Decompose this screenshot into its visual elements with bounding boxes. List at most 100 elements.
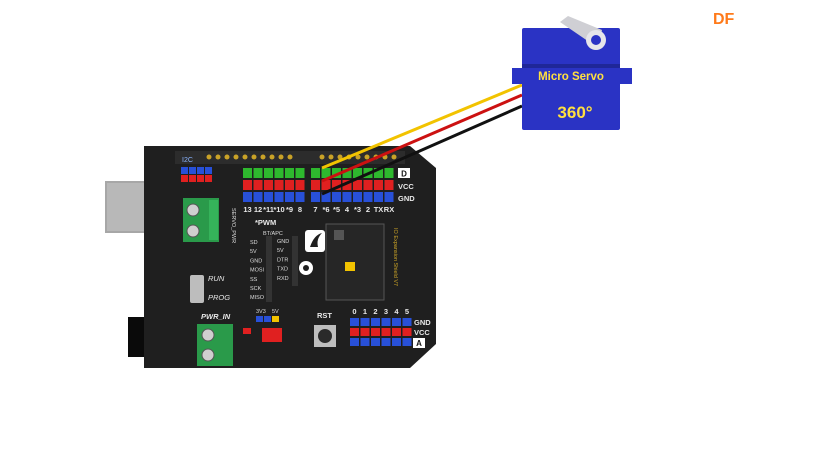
bt-pin-label: TXD [277, 267, 288, 273]
analog-pin-label: 4 [394, 307, 399, 316]
bt-pin-label: GND [277, 239, 289, 245]
volt-jumper [256, 316, 263, 322]
servo-angle: 360° [557, 103, 592, 122]
pin-gnd-3 [274, 192, 284, 202]
pin-signal-6 [311, 168, 320, 178]
analog-pin-vcc-4 [392, 328, 401, 336]
pin-gnd-1 [253, 192, 263, 202]
pin-gnd-7 [321, 192, 331, 202]
pin-signal-12 [374, 168, 383, 178]
pin-vcc-1 [253, 180, 263, 190]
pin-vcc-7 [321, 180, 331, 190]
analog-pin-signal-5 [402, 338, 412, 346]
run-label: RUN [208, 274, 225, 283]
smd-chip [334, 230, 344, 240]
analog-pin-vcc-0 [350, 328, 359, 336]
bt-pin-label: RXD [277, 276, 289, 282]
digital-pin-label: *6 [322, 205, 329, 214]
pin-gnd-2 [264, 192, 273, 202]
smd-component [345, 262, 355, 271]
pin-signal-9 [342, 168, 352, 178]
analog-pin-vcc-3 [381, 328, 391, 336]
servo-label: Micro Servo [538, 71, 604, 83]
gnd-row-label: GND [398, 194, 415, 203]
analog-pin-gnd-3 [381, 318, 391, 326]
volt-jumper-2 [264, 316, 271, 322]
servo-shaft-center [591, 35, 601, 45]
sd-pin-label: GND [250, 258, 262, 264]
dfrobot-logo-mark [310, 233, 322, 247]
small-connector [243, 328, 251, 334]
3v3-label: 3V3 [256, 309, 266, 315]
prog-label: PROG [208, 293, 230, 302]
analog-pin-label: 1 [363, 307, 367, 316]
analog-pin-header [350, 318, 412, 346]
analog-pin-vcc-5 [402, 328, 412, 336]
pin-signal-1 [253, 168, 263, 178]
analog-pin-vcc-2 [371, 328, 380, 336]
pwr-in-terminal [197, 324, 233, 366]
pin-gnd-5 [295, 192, 305, 202]
sd-pin-label: MISO [250, 295, 265, 301]
pin-vcc-12 [374, 180, 383, 190]
d-row-box [398, 168, 410, 178]
df-watermark: DF [713, 11, 735, 28]
sd-pin-label: 5V [250, 249, 257, 255]
servo-band [522, 64, 620, 68]
digital-pin-label: 7 [313, 205, 317, 214]
signal-wire [321, 83, 523, 170]
analog-pin-gnd-1 [360, 318, 370, 326]
pin-vcc-3 [274, 180, 284, 190]
analog-row-labels: GND VCC A [413, 318, 431, 348]
digital-pin-label: 8 [298, 205, 302, 214]
vcc-wire [321, 93, 523, 183]
digital-pin-label: 12 [254, 205, 262, 214]
sd-pin-label: SS [250, 277, 258, 283]
analog-pin-vcc-1 [360, 328, 370, 336]
pin-gnd-12 [374, 192, 383, 202]
pwm-label: *PWM [255, 218, 276, 227]
sd-pin-label: MOSI [250, 268, 265, 274]
pin-signal-13 [384, 168, 394, 178]
volt-jumper-3 [272, 316, 279, 322]
sd-pin-label: SCK [250, 286, 262, 292]
i2c-label: I2C [182, 157, 193, 164]
sd-header [266, 236, 272, 302]
pin-vcc-0 [243, 180, 252, 190]
pin-vcc-10 [353, 180, 362, 190]
pin-vcc-6 [311, 180, 320, 190]
analog-gnd-label: GND [414, 318, 431, 327]
pin-vcc-5 [295, 180, 305, 190]
pin-vcc-11 [363, 180, 373, 190]
digital-pin-label: 4 [345, 205, 350, 214]
analog-pin-signal-0 [350, 338, 359, 346]
digital-pin-label: 2 [366, 205, 370, 214]
gear-icon-hole [303, 265, 309, 271]
digital-row-labels: D VCC GND [398, 168, 415, 203]
rst-button-cap [318, 329, 332, 343]
pin-gnd-11 [363, 192, 373, 202]
pin-vcc-8 [332, 180, 341, 190]
pin-gnd-13 [384, 192, 394, 202]
pin-signal-3 [274, 168, 284, 178]
bt-pin-label: DTR [277, 257, 288, 263]
pin-vcc-4 [285, 180, 294, 190]
pin-signal-5 [295, 168, 305, 178]
pin-gnd-9 [342, 192, 352, 202]
gnd-wire [321, 104, 523, 196]
pin-vcc-2 [264, 180, 273, 190]
digital-pin-label: TX [374, 205, 384, 214]
micro-servo: Micro Servo 360° [512, 16, 632, 130]
pin-signal-4 [285, 168, 294, 178]
analog-pin-gnd-2 [371, 318, 380, 326]
analog-pin-gnd-4 [392, 318, 401, 326]
analog-pin-signal-3 [381, 338, 391, 346]
digital-pin-label: RX [384, 205, 394, 214]
analog-pin-label: 0 [352, 307, 356, 316]
pin-signal-8 [332, 168, 341, 178]
pin-gnd-4 [285, 192, 294, 202]
digital-pin-label: *9 [286, 205, 293, 214]
